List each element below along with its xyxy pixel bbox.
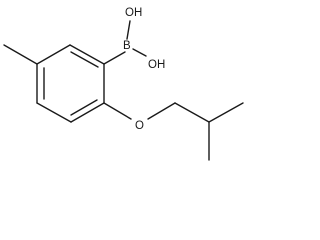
boron-oh-top-bond (126, 20, 131, 40)
chemical-structure-diagram: B OH OH O (3, 7, 244, 161)
ch2-ch-bond (174, 102, 210, 123)
hydroxyl-right-label: OH (148, 59, 165, 71)
ring-double-bond-bottom (70, 99, 98, 116)
benzene-ring (36, 44, 105, 123)
ring-bond-bottom-left (36, 102, 72, 123)
ether-oxygen-label: O (135, 120, 144, 132)
methyl-bond (3, 44, 38, 65)
carbon-boron-bond (103, 51, 126, 65)
boron-oh-right-bond (132, 48, 147, 57)
ch-methyl-up-bond (208, 102, 244, 123)
boron-label: B (123, 40, 131, 52)
ring-bond-top-left (69, 44, 105, 65)
ring-bond-top-right (36, 44, 71, 65)
oxygen-ch2-bond (147, 102, 176, 120)
ring-bond-bottom-right (70, 102, 105, 123)
ring-double-bond-top (70, 51, 99, 68)
carbon-oxygen-bond (103, 102, 132, 120)
hydroxyl-top-label: OH (125, 7, 142, 19)
